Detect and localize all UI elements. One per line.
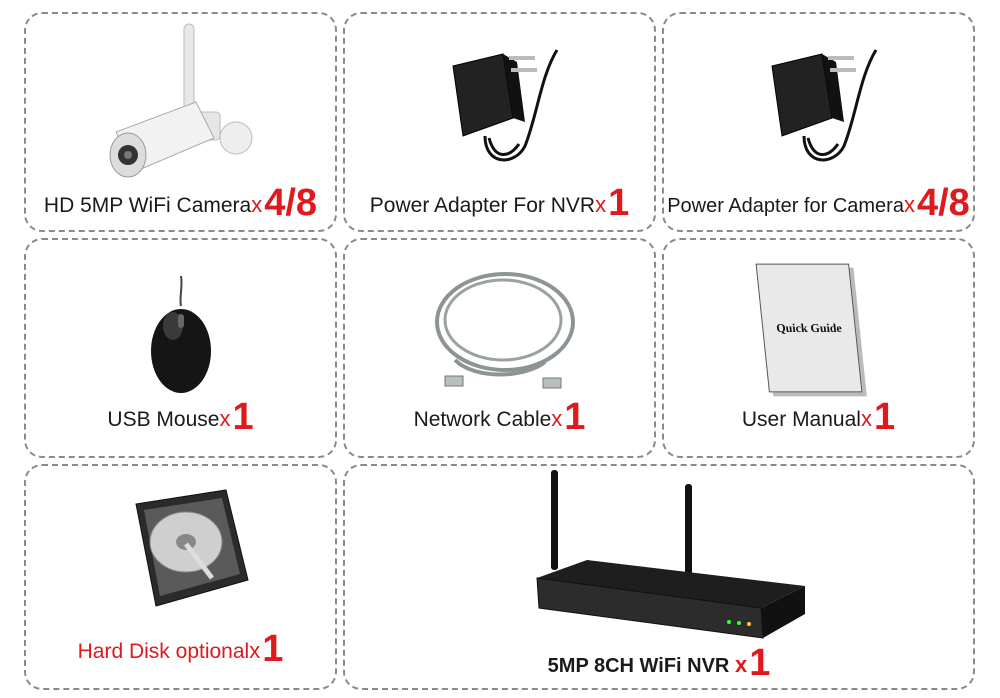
item-caption: User Manualx1 bbox=[664, 396, 973, 438]
item-name: Network Cable bbox=[413, 408, 552, 431]
item-quantity: 1 bbox=[262, 628, 284, 670]
times-sign: x bbox=[903, 192, 915, 217]
times-sign: x bbox=[551, 406, 563, 431]
item-name: Hard Disk optional bbox=[77, 640, 250, 663]
item-name: HD 5MP WiFi Camera bbox=[43, 194, 252, 217]
item-quantity: 1 bbox=[873, 396, 896, 438]
times-sign: x bbox=[251, 192, 263, 217]
item-card-wifi-nvr: 5MP 8CH WiFi NVR x1 bbox=[343, 464, 975, 690]
item-quantity: 1 bbox=[564, 396, 586, 438]
item-caption: Power Adapter For NVRx1 bbox=[345, 182, 654, 224]
mouse-illustration bbox=[151, 276, 211, 393]
hard-disk-illustration bbox=[135, 489, 249, 607]
item-name: 5MP 8CH WiFi NVR bbox=[547, 655, 735, 677]
item-name: Power Adapter For NVR bbox=[369, 194, 596, 217]
manual-cover-title: Quick Guide bbox=[775, 320, 843, 336]
times-sign: x bbox=[595, 192, 607, 217]
item-caption: HD 5MP WiFi Camerax4/8 bbox=[26, 182, 335, 224]
item-caption: Network Cablex1 bbox=[345, 396, 654, 438]
item-card-camera: HD 5MP WiFi Camerax4/8 bbox=[24, 12, 337, 232]
item-quantity: 4/8 bbox=[264, 182, 318, 224]
power-adapter-illustration bbox=[771, 49, 878, 162]
times-sign: x bbox=[734, 652, 748, 677]
item-name: Power Adapter for Camera bbox=[667, 195, 904, 217]
item-card-user-manual: Quick Guide User Manualx1 bbox=[662, 238, 975, 458]
item-caption: Hard Disk optionalx1 bbox=[26, 628, 335, 670]
item-quantity: 1 bbox=[749, 642, 771, 684]
item-card-hard-disk: Hard Disk optionalx1 bbox=[24, 464, 337, 690]
item-name: User Manual bbox=[741, 408, 861, 431]
item-card-power-adapter-nvr: Power Adapter For NVRx1 bbox=[343, 12, 656, 232]
item-name: USB Mouse bbox=[107, 408, 220, 431]
item-quantity: 1 bbox=[232, 396, 254, 438]
power-adapter-illustration bbox=[452, 49, 559, 162]
item-caption: Power Adapter for Camerax4/8 bbox=[664, 182, 973, 224]
item-quantity: 4/8 bbox=[916, 182, 970, 224]
item-quantity: 1 bbox=[608, 182, 630, 224]
times-sign: x bbox=[249, 638, 261, 663]
nvr-recorder-illustration bbox=[536, 470, 805, 639]
item-card-power-adapter-camera: Power Adapter for Camerax4/8 bbox=[662, 12, 975, 232]
item-caption: USB Mousex1 bbox=[26, 396, 335, 438]
item-caption: 5MP 8CH WiFi NVR x1 bbox=[345, 642, 973, 684]
times-sign: x bbox=[860, 406, 872, 431]
times-sign: x bbox=[219, 406, 231, 431]
item-card-usb-mouse: USB Mousex1 bbox=[24, 238, 337, 458]
manual-booklet: Quick Guide bbox=[755, 263, 863, 393]
network-cable-illustration bbox=[435, 272, 575, 389]
item-card-network-cable: Network Cablex1 bbox=[343, 238, 656, 458]
bullet-camera-illustration bbox=[109, 23, 253, 178]
